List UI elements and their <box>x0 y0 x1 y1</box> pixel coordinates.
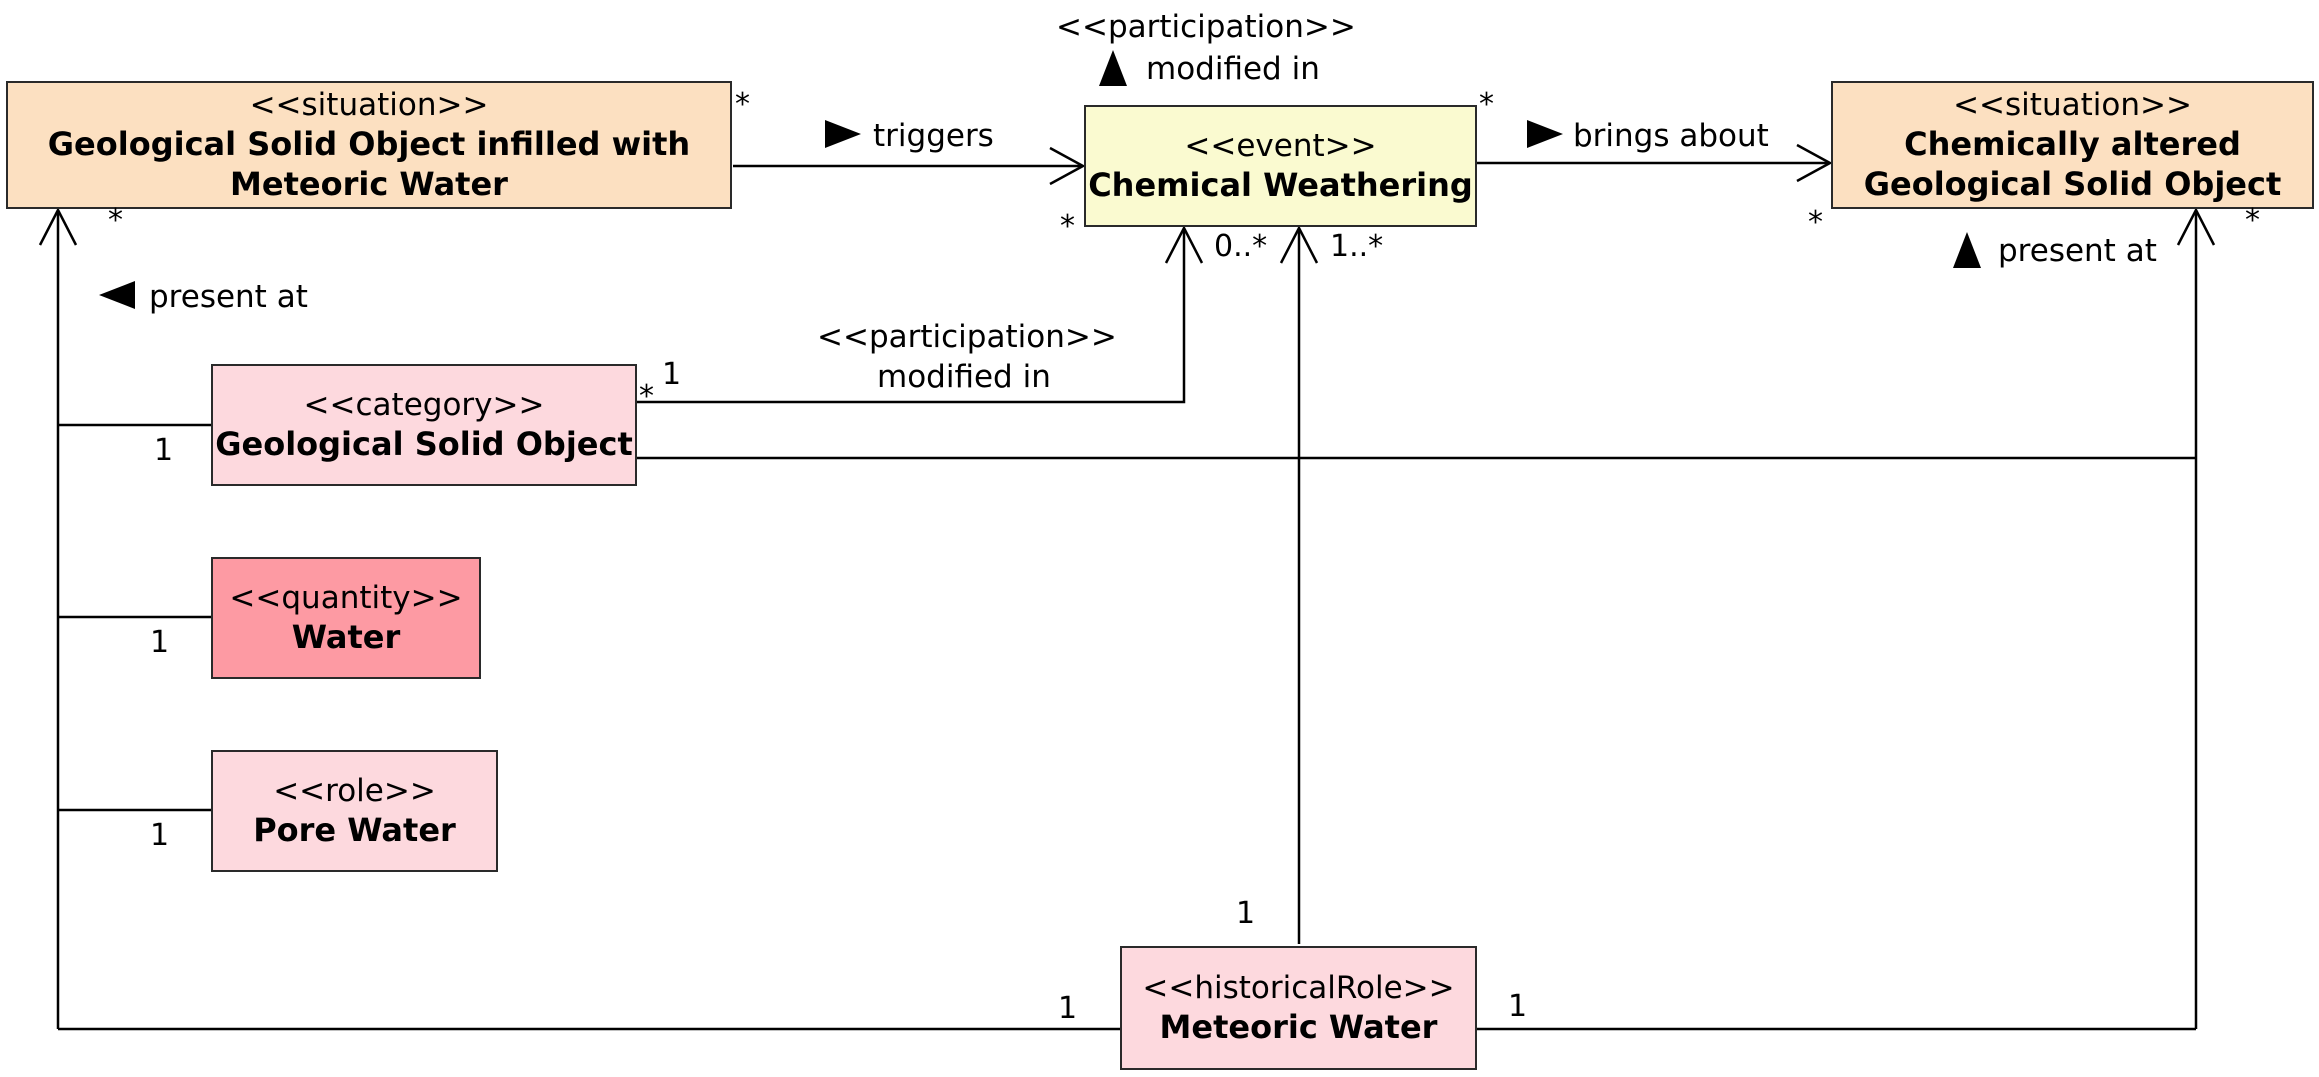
situation-altered-class[interactable]: <<situation>> Chemically altered Geologi… <box>1831 81 2314 209</box>
multiplicity: * <box>639 379 654 414</box>
multiplicity: 1 <box>150 818 170 853</box>
class-name: Meteoric Water <box>1159 1008 1438 1047</box>
multiplicity: 1 <box>1058 991 1078 1026</box>
class-name-line2: Meteoric Water <box>230 165 508 204</box>
brings-about-label: brings about <box>1573 118 1769 154</box>
present-at-right-label: present at <box>1998 233 2157 269</box>
multiplicity: 1 <box>150 625 170 660</box>
stereotype-label: <<historicalRole>> <box>1142 969 1455 1006</box>
gso-participation-stereotype: <<participation>> <box>817 319 1117 355</box>
situation-infilled-class[interactable]: <<situation>> Geological Solid Object in… <box>6 81 732 209</box>
multiplicity: * <box>108 203 123 238</box>
multiplicity: * <box>735 87 750 122</box>
category-geological-solid-object-class[interactable]: <<category>> Geological Solid Object <box>211 364 637 486</box>
quantity-water-class[interactable]: <<quantity>> Water <box>211 557 481 679</box>
triangle-up-icon <box>1953 232 1981 268</box>
multiplicity: * <box>1060 209 1075 244</box>
triangle-left-icon <box>99 281 135 309</box>
stereotype-label: <<situation>> <box>1953 86 2192 123</box>
class-name: Pore Water <box>253 811 456 850</box>
multiplicity: * <box>1479 87 1494 122</box>
historical-role-meteoric-water-class[interactable]: <<historicalRole>> Meteoric Water <box>1120 946 1477 1070</box>
multiplicity: 1 <box>154 433 174 468</box>
triggers-label: triggers <box>873 118 994 154</box>
stereotype-label: <<role>> <box>273 772 436 809</box>
event-chemical-weathering-class[interactable]: <<event>> Chemical Weathering <box>1084 105 1477 227</box>
class-name: Water <box>291 618 401 657</box>
triangle-up-icon <box>1099 50 1127 86</box>
class-name-line1: Geological Solid Object infilled with <box>47 125 691 164</box>
present-at-left-label: present at <box>149 279 308 315</box>
multiplicity: 1 <box>1236 896 1256 931</box>
top-participation-label: modified in <box>1146 51 1320 87</box>
stereotype-label: <<quantity>> <box>229 579 463 616</box>
multiplicity: 1 <box>1508 989 1528 1024</box>
gso-participation-label: modified in <box>877 359 1051 395</box>
multiplicity: 1 <box>662 357 682 392</box>
role-pore-water-class[interactable]: <<role>> Pore Water <box>211 750 498 872</box>
triangle-right-icon <box>1527 120 1563 148</box>
class-name: Geological Solid Object <box>215 425 633 464</box>
class-name: Chemical Weathering <box>1088 166 1473 205</box>
stereotype-label: <<situation>> <box>249 86 489 123</box>
multiplicity: * <box>1808 205 1823 240</box>
multiplicity: 1..* <box>1330 229 1384 264</box>
multiplicity: * <box>2245 203 2260 238</box>
stereotype-label: <<category>> <box>303 386 545 423</box>
top-participation-stereotype: <<participation>> <box>1056 9 1356 45</box>
stereotype-label: <<event>> <box>1184 127 1377 164</box>
class-name-line2: Geological Solid Object <box>1863 165 2282 204</box>
class-name-line1: Chemically altered <box>1904 125 2241 164</box>
multiplicity: 0..* <box>1214 229 1268 264</box>
triangle-right-icon <box>825 120 861 148</box>
